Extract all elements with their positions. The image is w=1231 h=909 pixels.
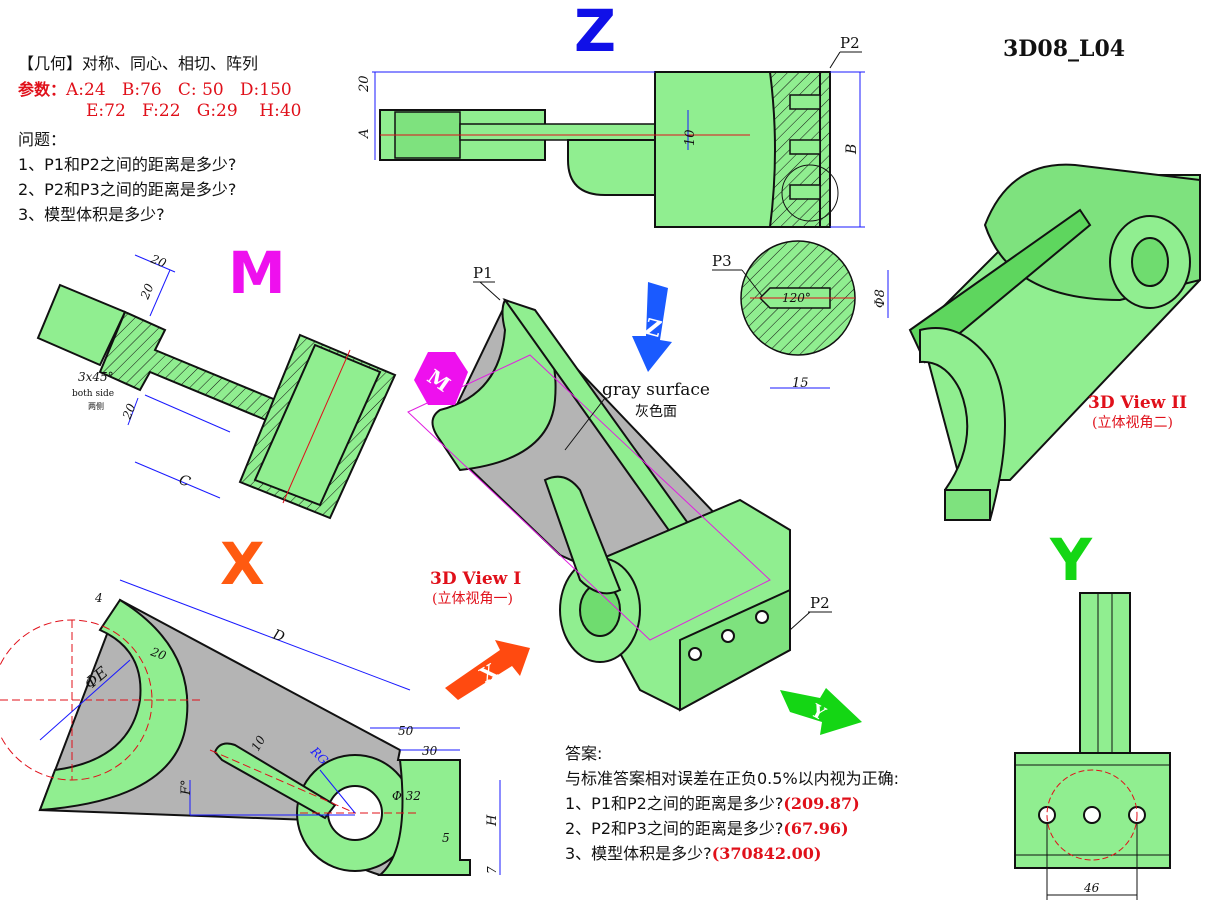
questions-label: 问题：	[18, 130, 67, 149]
arrow-x: X	[445, 640, 530, 700]
dim-x-20: 20	[148, 644, 168, 663]
label-p2-top: P2	[840, 34, 860, 52]
dim-m-20c: 20	[119, 401, 138, 422]
dim-x-7: 7	[485, 866, 499, 874]
view2-part	[908, 163, 1201, 521]
z-view	[379, 71, 839, 228]
model-code: 3D08_L04	[1003, 36, 1126, 62]
label-gray-surface-cn: 灰色面	[635, 403, 677, 420]
dim-x-10: 10	[248, 733, 268, 754]
dim-120: 120°	[782, 291, 811, 305]
label-both-side: both side	[72, 389, 114, 399]
view-z-label: Z	[574, 0, 617, 65]
dim-y-46: 46	[1083, 881, 1100, 895]
detail-view	[740, 240, 856, 356]
y-view	[1014, 592, 1171, 869]
question-3: 3、模型体积是多少?	[18, 205, 165, 224]
dim-m-c: C	[177, 472, 193, 491]
params-label: 参数：	[18, 80, 67, 99]
answer-row-1: 1、P1和P2之间的距离是多少?(209.87)	[565, 790, 860, 814]
dim-z-b: B	[844, 144, 860, 155]
params-values-1: A:24 B:76 C: 50 D:150	[66, 80, 292, 100]
dim-x-f: F°	[179, 779, 194, 796]
dim-phi8: Φ8	[873, 289, 888, 308]
view-x-label: X	[220, 530, 265, 598]
arrow-y: Y	[780, 688, 862, 735]
view-m-label: M	[228, 239, 286, 307]
dim-x-30: 30	[422, 744, 438, 758]
answer-value-2: (67.96)	[783, 819, 849, 838]
dim-x-d: D	[270, 626, 287, 645]
view1-part	[431, 298, 791, 712]
params-row-1: 参数：A:24 B:76 C: 50 D:150	[18, 76, 292, 100]
label-p1: P1	[473, 264, 493, 282]
label-p2-3d: P2	[810, 594, 830, 612]
dim-m-20a: 20	[148, 251, 169, 270]
answer-question-1: 1、P1和P2之间的距离是多少?	[565, 794, 784, 813]
arrow-z: Z	[632, 282, 672, 372]
label-both-side-cn: 两侧	[88, 401, 104, 411]
answer-question-3: 3、模型体积是多少?	[565, 844, 712, 863]
z-view-dims	[372, 71, 865, 228]
dim-x-50: 50	[398, 724, 414, 738]
arrow-z-text: Z	[642, 314, 664, 343]
arrow-m: M	[414, 352, 468, 405]
dim-z-10: 10	[683, 129, 698, 146]
dim-z-20: 20	[357, 75, 372, 93]
view-y-label: Y	[1050, 526, 1092, 594]
answer-value-3: (370842.00)	[711, 844, 822, 863]
dim-z-a: A	[357, 129, 372, 139]
question-1: 1、P1和P2之间的距离是多少?	[18, 155, 237, 174]
params-values-2: E:72 F:22 G:29 H:40	[86, 101, 302, 121]
answer-question-2: 2、P2和P3之间的距离是多少?	[565, 819, 784, 838]
x-view-centerlines	[0, 619, 420, 814]
x-view	[38, 598, 471, 876]
label-view2-cn: (立体视角二)	[1092, 415, 1173, 431]
m-view-dims	[127, 254, 231, 499]
label-gray-surface: gray surface	[602, 380, 710, 400]
label-p3: P3	[712, 252, 732, 270]
dim-x-5: 5	[442, 831, 450, 845]
answers-rule: 与标准答案相对误差在正负0.5%以内视为正确:	[565, 769, 900, 788]
answers-label: 答案:	[565, 744, 603, 763]
label-view1: 3D View I	[430, 569, 521, 589]
label-view1-cn: (立体视角一)	[432, 591, 513, 607]
category-text: 【几何】对称、同心、相切、阵列	[18, 54, 259, 73]
answer-value-1: (209.87)	[783, 794, 860, 813]
dim-x-h: H	[485, 814, 500, 827]
dim-x-32: Φ 32	[392, 789, 421, 803]
question-2: 2、P2和P3之间的距离是多少?	[18, 180, 237, 199]
m-view	[36, 283, 397, 520]
label-chamfer: 3x45°	[78, 370, 114, 384]
x-view-dims	[39, 579, 501, 875]
answer-row-2: 2、P2和P3之间的距离是多少?(67.96)	[565, 815, 849, 839]
answer-row-3: 3、模型体积是多少?(370842.00)	[565, 840, 821, 864]
dim-x-4: 4	[94, 591, 103, 605]
dim-15: 15	[792, 376, 809, 391]
dim-m-20b: 20	[137, 281, 156, 302]
label-view2: 3D View II	[1088, 393, 1187, 413]
